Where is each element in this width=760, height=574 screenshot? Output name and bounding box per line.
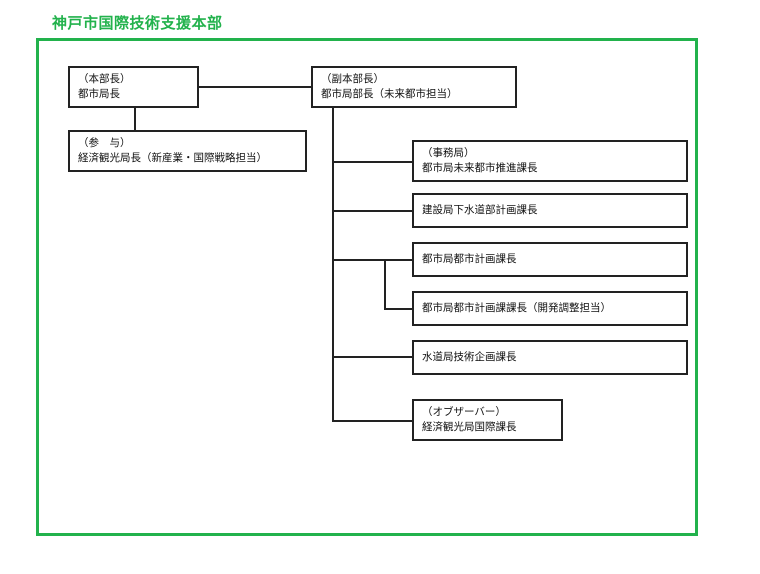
connector-observer: [332, 420, 412, 422]
connector-waterworks: [332, 356, 412, 358]
box-deputy-name: 都市局部長（未来都市担当）: [321, 88, 458, 100]
connector-deputy-trunk: [332, 108, 334, 422]
box-dev-coord-name: 都市局都市計画課課長（開発調整担当）: [422, 302, 611, 314]
box-city-planning-name: 都市局都市計画課長: [422, 253, 517, 265]
box-secretariat-role: （事務局）: [422, 147, 475, 159]
box-head: （本部長） 都市局長: [68, 66, 199, 108]
connector-dev-coord: [384, 308, 412, 310]
box-deputy: （副本部長） 都市局部長（未来都市担当）: [311, 66, 517, 108]
box-advisor: （参 与） 経済観光局長（新産業・国際戦略担当）: [68, 130, 307, 172]
page-title: 神戸市国際技術支援本部: [52, 14, 223, 32]
connector-secretariat: [332, 161, 412, 163]
box-waterworks-name: 水道局技術企画課長: [422, 351, 517, 363]
connector-head-deputy: [198, 86, 311, 88]
box-observer: （オブザーバー） 経済観光局国際課長: [412, 399, 563, 441]
box-observer-name: 経済観光局国際課長: [422, 421, 517, 433]
box-observer-role: （オブザーバー）: [422, 406, 506, 418]
connector-head-advisor: [134, 108, 136, 130]
box-waterworks: 水道局技術企画課長: [412, 340, 688, 375]
org-chart-frame: [36, 38, 698, 536]
box-sewer-name: 建設局下水道部計画課長: [422, 204, 538, 216]
box-advisor-role: （参 与）: [78, 137, 131, 149]
box-secretariat: （事務局） 都市局未来都市推進課長: [412, 140, 688, 182]
box-dev-coord: 都市局都市計画課課長（開発調整担当）: [412, 291, 688, 326]
box-deputy-role: （副本部長）: [321, 73, 384, 85]
box-secretariat-name: 都市局未来都市推進課長: [422, 162, 538, 174]
connector-city-planning: [332, 259, 412, 261]
box-head-role: （本部長）: [78, 73, 131, 85]
box-city-planning: 都市局都市計画課長: [412, 242, 688, 277]
connector-sewer: [332, 210, 412, 212]
connector-city-planning-sub: [384, 259, 386, 309]
box-advisor-name: 経済観光局長（新産業・国際戦略担当）: [78, 152, 267, 164]
box-sewer: 建設局下水道部計画課長: [412, 193, 688, 228]
box-head-name: 都市局長: [78, 88, 120, 100]
